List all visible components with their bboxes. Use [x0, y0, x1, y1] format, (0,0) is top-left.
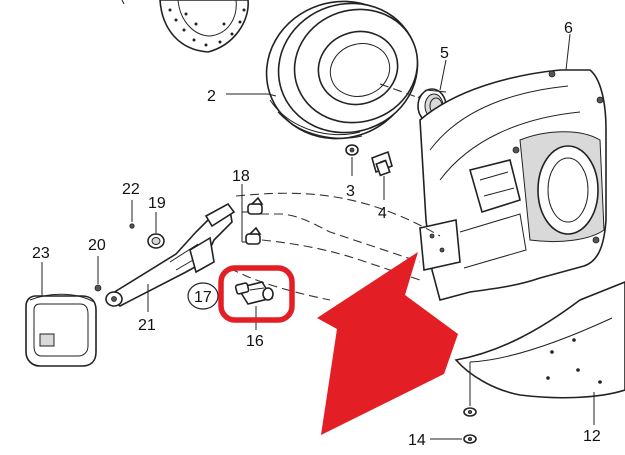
clutch-release-fork	[105, 202, 236, 307]
label-part-14: 14	[408, 432, 426, 449]
label-part-6: 6	[564, 20, 573, 37]
part-17-circle	[187, 282, 219, 310]
label-part-2: 2	[207, 88, 216, 105]
highlight-box	[218, 265, 295, 323]
pin-part-22	[129, 223, 135, 229]
lower-cover-plate	[454, 281, 625, 399]
label-part-20: 20	[88, 237, 106, 254]
label-part-3: 3	[346, 183, 355, 200]
label-part-12: 12	[583, 428, 601, 445]
label-part-22: 22	[122, 181, 140, 198]
label-part-23: 23	[32, 245, 50, 262]
release-pin-part-16	[234, 281, 274, 305]
fork-bushing	[147, 233, 165, 249]
label-part-5: 5	[440, 45, 449, 62]
grease-fitting	[94, 284, 102, 292]
red-pointer-arrow-icon	[317, 252, 458, 435]
pivot-stud-upper	[247, 196, 264, 215]
label-part-4: 4	[378, 205, 387, 222]
clutch-pressure-plate	[265, 0, 419, 140]
bolt-part-4	[371, 150, 393, 177]
rubber-boot	[25, 293, 97, 367]
label-part-19: 19	[148, 195, 166, 212]
label-part-21: 21	[138, 317, 156, 334]
label-part-16: 16	[246, 333, 264, 350]
label-part-17: 17	[194, 289, 212, 306]
pivot-stud-lower	[245, 226, 262, 245]
label-part-18: 18	[232, 168, 250, 185]
bell-housing	[419, 69, 607, 301]
flywheel-disc	[121, 0, 249, 53]
washer-part-3	[345, 144, 359, 156]
washer-part-13	[463, 407, 477, 417]
washer-part-14	[463, 434, 477, 444]
